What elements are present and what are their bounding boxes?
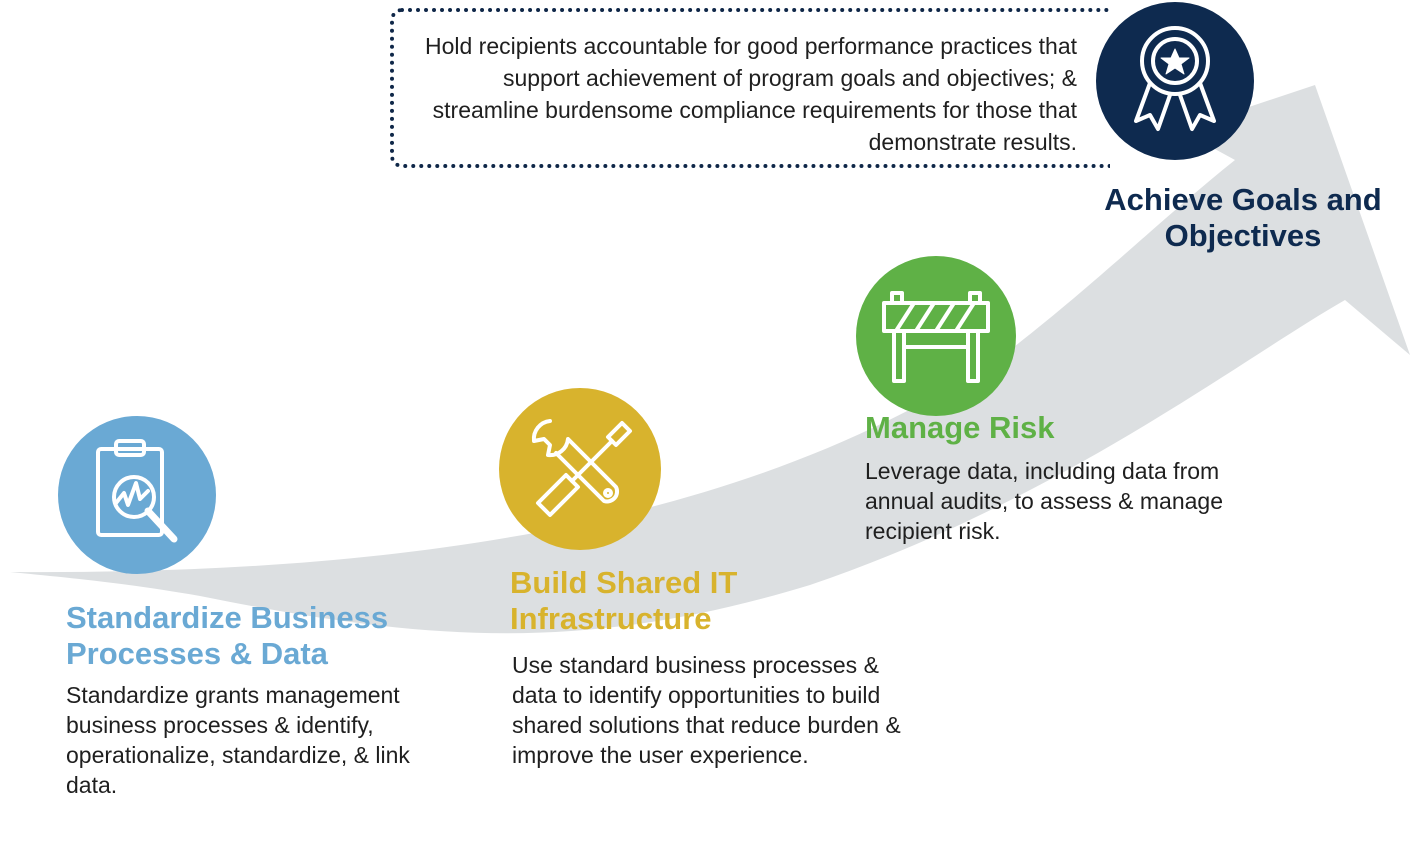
callout-box xyxy=(390,8,1110,168)
clipboard-magnifier-icon xyxy=(96,439,178,543)
award-ribbon-icon xyxy=(1134,26,1216,131)
manage-risk-circle xyxy=(856,256,1016,416)
standardize-title: Standardize Business Processes & Data xyxy=(66,600,389,671)
achieve-goals-title: Achieve Goals and Objectives xyxy=(1104,182,1382,253)
build-it-description: Use standard business processes & data t… xyxy=(512,652,901,768)
arrow-shape xyxy=(10,85,1410,634)
build-it-title: Build Shared IT Infrastructure xyxy=(510,565,738,636)
wrench-screwdriver-icon xyxy=(531,419,632,517)
callout-text: Hold recipients accountable for good per… xyxy=(424,33,1077,155)
standardize-description: Standardize grants management business p… xyxy=(66,682,410,798)
standardize-circle xyxy=(58,416,216,574)
manage-risk-title: Manage Risk xyxy=(865,410,1055,445)
build-it-circle xyxy=(499,388,661,550)
barrier-icon xyxy=(882,291,990,383)
achieve-goals-circle xyxy=(1096,2,1254,160)
manage-risk-description: Leverage data, including data from annua… xyxy=(865,458,1224,544)
